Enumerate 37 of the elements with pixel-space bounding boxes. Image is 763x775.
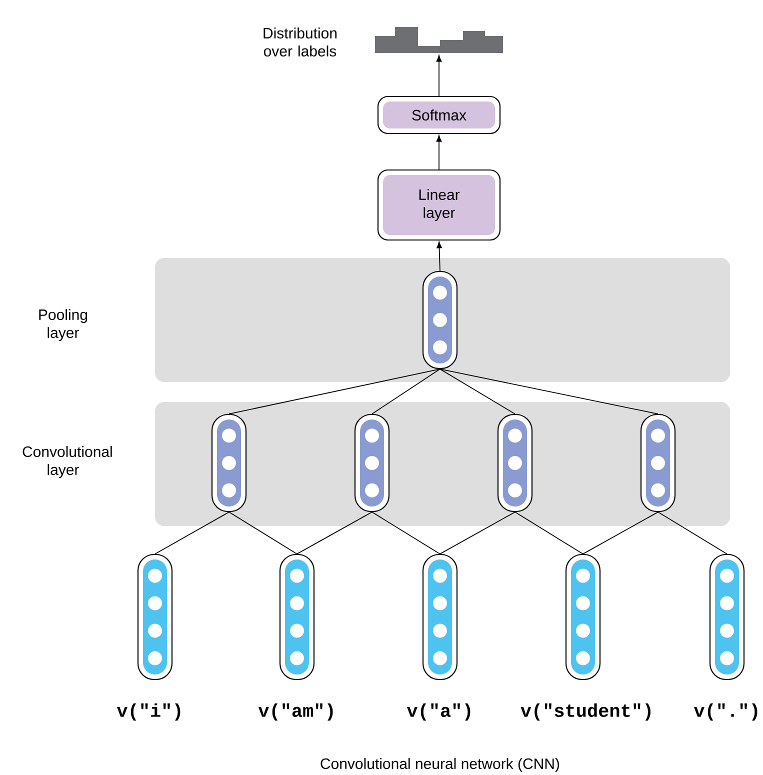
vector-label: v("."): [694, 703, 758, 721]
connector: [296, 512, 372, 554]
vector-label: v("a"): [406, 703, 470, 721]
vector-capsule: [422, 554, 458, 680]
vector-capsule: [422, 270, 458, 370]
layer-box: Softmax: [377, 96, 501, 134]
caption: Convolutional neural network (CNN): [320, 758, 560, 772]
vector-capsule: [279, 554, 315, 680]
connector: [514, 512, 584, 554]
connector: [658, 512, 728, 554]
vector-capsule: [211, 414, 247, 512]
connector: [228, 368, 440, 414]
connector: [372, 512, 440, 554]
chart-label: Distribution over labels: [264, 28, 337, 56]
connector: [440, 368, 658, 414]
connector: [372, 368, 440, 414]
vector-capsule: [565, 554, 601, 680]
vector-label: v("am"): [258, 703, 333, 721]
vector-capsule: [354, 414, 390, 512]
vector-label: v("i"): [116, 703, 180, 721]
vector-capsule: [497, 414, 533, 512]
bar-chart-drawing: [375, 27, 503, 53]
connector: [436, 135, 442, 170]
connector: [228, 512, 298, 554]
connector: [436, 55, 442, 97]
layer-box: Linear layer: [377, 169, 501, 241]
vector-capsule: [640, 414, 676, 512]
connector: [436, 242, 442, 272]
vector-capsule: [137, 554, 173, 680]
vector-label: v("student"): [520, 703, 650, 721]
connector: [440, 368, 516, 414]
layer-label: Pooling layer: [39, 309, 88, 341]
layer-label: Convolutional layer: [22, 446, 112, 478]
connector: [154, 512, 230, 554]
vector-capsule: [709, 554, 745, 680]
connector: [440, 512, 516, 554]
connector: [582, 512, 658, 554]
